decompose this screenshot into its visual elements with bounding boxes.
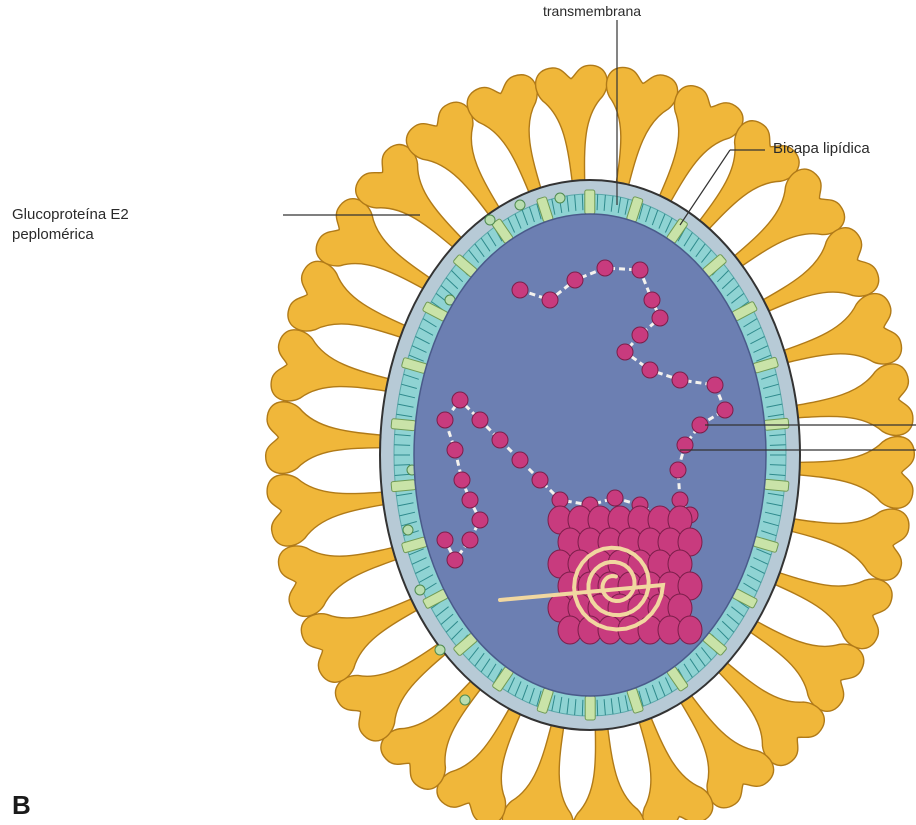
transmembrane-protein — [585, 696, 595, 720]
membrane-particle — [435, 645, 445, 655]
spike-peplomer — [787, 362, 915, 448]
nucleocapsid-protein — [717, 402, 733, 418]
glycoprotein-label-line1: Glucoproteína E2 — [12, 205, 129, 224]
nucleocapsid-protein — [707, 377, 723, 393]
nucleocapsid-protein — [597, 260, 613, 276]
membrane-particle — [415, 585, 425, 595]
nucleocapsid-protein — [632, 262, 648, 278]
nucleocapsid-protein — [437, 412, 453, 428]
bilayer-stripe — [582, 700, 583, 716]
nucleocapsid-protein — [512, 452, 528, 468]
nucleocapsid-cluster-unit — [678, 616, 702, 644]
transmembrane-protein — [585, 190, 595, 214]
membrane-particle — [460, 695, 470, 705]
bilayer-stripe — [394, 445, 410, 446]
nucleocapsid-protein — [472, 412, 488, 428]
core-group — [414, 214, 766, 696]
transmembrane-protein — [391, 480, 416, 492]
transmembrane-label: transmembrana — [543, 2, 641, 21]
nucleocapsid-protein — [542, 292, 558, 308]
membrane-particle — [485, 215, 495, 225]
nucleocapsid-protein — [617, 344, 633, 360]
nucleocapsid-protein — [632, 327, 648, 343]
bilayer-stripe — [597, 700, 598, 716]
spike-shape — [792, 433, 915, 509]
spike-shape — [265, 462, 393, 548]
membrane-particle — [555, 193, 565, 203]
nucleocapsid-protein — [447, 552, 463, 568]
spike-peplomer — [565, 721, 645, 820]
nucleocapsid-protein — [462, 492, 478, 508]
nucleocapsid-protein — [437, 532, 453, 548]
nucleocapsid-protein — [447, 442, 463, 458]
bilayer-stripe — [597, 194, 598, 210]
transmembrane-protein — [391, 419, 416, 431]
nucleocapsid-protein — [670, 462, 686, 478]
spike-peplomer — [265, 401, 388, 477]
bilayer-stripe — [582, 194, 583, 210]
nucleocapsid-protein — [452, 392, 468, 408]
nucleocapsid-protein — [652, 310, 668, 326]
panel-letter: B — [12, 790, 31, 820]
nucleocapsid-protein — [567, 272, 583, 288]
membrane-particle — [515, 200, 525, 210]
bilayer-stripe — [394, 465, 410, 466]
spike-peplomer — [534, 64, 614, 189]
nucleocapsid-protein — [512, 282, 528, 298]
glycoprotein-label-line2: peplomérica — [12, 225, 94, 244]
nucleocapsid-protein — [672, 372, 688, 388]
nucleocapsid-protein — [454, 472, 470, 488]
transmembrane-protein — [764, 418, 789, 430]
nucleocapsid-protein — [607, 490, 623, 506]
transmembrane-protein — [764, 479, 789, 491]
membrane-particle — [403, 525, 413, 535]
lipid-bilayer-label: Bicapa lipídica — [773, 139, 870, 158]
nucleocapsid-protein — [472, 512, 488, 528]
nucleocapsid-protein — [642, 362, 658, 378]
bilayer-stripe — [770, 465, 786, 466]
nucleocapsid-protein — [462, 532, 478, 548]
spike-shape — [565, 721, 645, 820]
spike-shape — [787, 362, 915, 448]
spike-peplomer — [792, 433, 915, 509]
spike-shape — [534, 64, 614, 189]
nucleocapsid-protein — [644, 292, 660, 308]
nucleocapsid-protein — [492, 432, 508, 448]
spike-shape — [265, 401, 388, 477]
bilayer-stripe — [770, 445, 786, 446]
nucleocapsid-protein — [532, 472, 548, 488]
spike-peplomer — [265, 462, 393, 548]
